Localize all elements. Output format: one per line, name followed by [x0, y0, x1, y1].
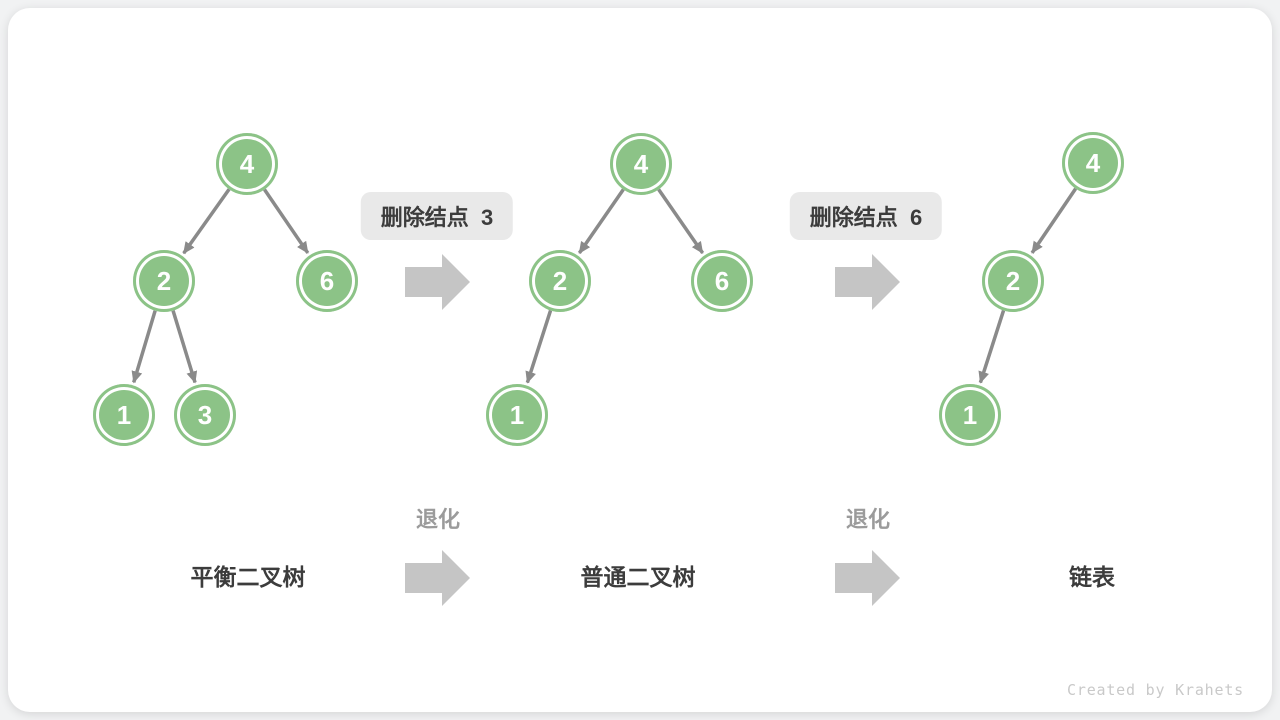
tree-edge	[1030, 186, 1078, 254]
tree-node: 2	[133, 250, 195, 312]
tree-node: 4	[1062, 132, 1124, 194]
tree-node: 2	[982, 250, 1044, 312]
tree-edge	[577, 187, 626, 255]
tree-node: 1	[93, 384, 155, 446]
tree-label-linked-list: 链表	[1069, 564, 1115, 590]
block-arrow-icon	[835, 254, 900, 310]
block-arrow-icon	[835, 550, 900, 606]
tree-node: 1	[486, 384, 548, 446]
delete-node-6-badge: 删除结点 6	[789, 192, 943, 240]
tree-edge	[656, 187, 705, 255]
block-arrows-group	[405, 254, 900, 606]
delete-node-3-badge: 删除结点 3	[360, 192, 514, 240]
tree-node: 6	[691, 250, 753, 312]
tree-node: 4	[610, 133, 672, 195]
tree-edge	[525, 309, 553, 384]
tree-edge	[171, 309, 198, 384]
tree-node: 4	[216, 133, 278, 195]
tree-node: 1	[939, 384, 1001, 446]
tree-node: 3	[174, 384, 236, 446]
tree-label-ordinary-binary-tree: 普通二叉树	[580, 564, 696, 590]
tree-node: 6	[296, 250, 358, 312]
tree-edges-group	[131, 186, 1078, 384]
tree-edge	[262, 187, 310, 254]
tree-edge	[131, 309, 158, 384]
degrade-label-1: 退化	[415, 507, 461, 532]
watermark-credit: Created by Krahets	[1067, 681, 1244, 699]
degrade-label-2: 退化	[845, 507, 891, 532]
block-arrow-icon	[405, 254, 470, 310]
diagram-card	[8, 8, 1272, 712]
block-arrow-icon	[405, 550, 470, 606]
tree-label-balanced-binary-tree: 平衡二叉树	[190, 564, 306, 590]
tree-node: 2	[529, 250, 591, 312]
tree-edge	[182, 187, 232, 255]
tree-edge	[978, 309, 1006, 384]
